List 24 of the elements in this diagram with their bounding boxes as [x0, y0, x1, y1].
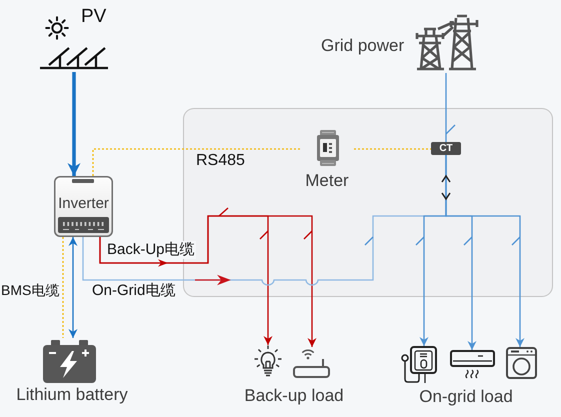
- node-label: Meter: [304, 171, 350, 191]
- line: [445, 73, 447, 142]
- water-heater-icon: [400, 346, 438, 384]
- wifi-router-icon: [292, 347, 332, 378]
- arrow: [68, 237, 78, 338]
- inverter-box: [54, 176, 113, 237]
- arrow: [99, 215, 316, 347]
- node-label: Inverter: [57, 194, 110, 214]
- group-label: On-grid load: [418, 386, 514, 408]
- air-conditioner-icon: [450, 350, 495, 380]
- edge-label: BMS电缆: [0, 282, 60, 299]
- arrow: [68, 72, 80, 176]
- washing-machine-icon: [506, 347, 537, 379]
- node-label: Lithium battery: [15, 384, 129, 406]
- node-label: PV: [81, 6, 108, 28]
- ct-sensor: CT: [431, 142, 461, 155]
- edge-label: Back-Up电缆: [106, 241, 196, 259]
- dotted-line: [354, 148, 431, 150]
- dotted-line: [62, 237, 64, 338]
- group-label: Back-up load: [243, 385, 345, 407]
- node-label: Grid power: [321, 36, 406, 56]
- edge-label: On-Grid电缆: [91, 282, 176, 300]
- arrow: [445, 155, 524, 347]
- dotted-line: [92, 148, 300, 176]
